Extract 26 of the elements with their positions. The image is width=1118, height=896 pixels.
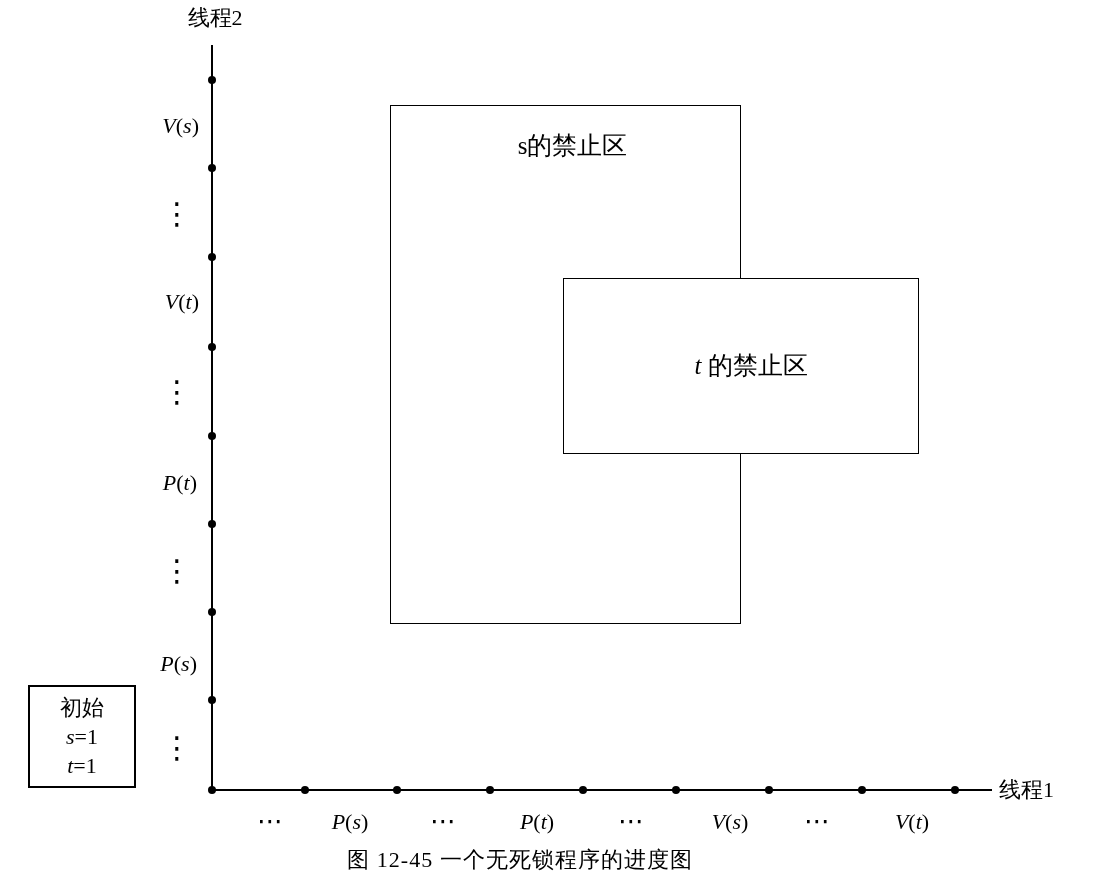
vertical-ellipsis: ⋮ [162,198,192,230]
tick-label: V(t) [164,288,199,316]
horizontal-ellipsis: ⋯ [430,807,456,835]
tick-label: V(t) [894,808,930,836]
tick-label: P(t) [162,469,197,497]
horizontal-ellipsis: ⋯ [257,807,283,835]
state-value: s=1 [66,723,98,751]
tick-label: P(s) [160,650,197,678]
figure-caption: 图 12-45 一个无死锁程序的进度图 [347,846,693,874]
tick-label: V(s) [711,808,749,836]
vertical-ellipsis: ⋮ [162,555,192,587]
state-heading: 初始 [60,694,104,722]
axis-title: 线程2 [187,4,243,32]
horizontal-ellipsis: ⋯ [804,807,830,835]
tick-label: P(s) [331,808,369,836]
region-label: t 的禁止区 [694,351,808,381]
tick-label: V(s) [162,112,199,140]
horizontal-ellipsis: ⋯ [618,807,644,835]
axis-title: 线程1 [999,776,1054,804]
region-box [563,278,919,454]
initial-state-box [28,685,136,788]
state-value: t=1 [67,752,97,780]
region-label: s的禁止区 [517,131,628,161]
vertical-ellipsis: ⋮ [162,376,192,408]
tick-label: P(t) [519,808,555,836]
vertical-ellipsis: ⋮ [162,732,192,764]
